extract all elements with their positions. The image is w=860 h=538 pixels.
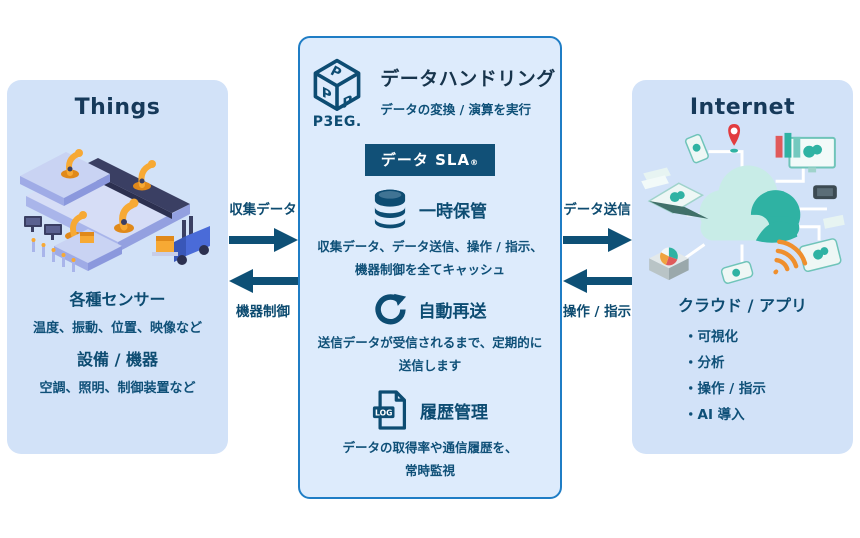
laptop-icon — [647, 182, 708, 219]
list-item: ・分析 — [684, 355, 725, 371]
database-icon — [374, 189, 406, 229]
list-item: ・AI 導入 — [684, 407, 745, 423]
robot-arm-icon — [113, 198, 138, 233]
feature-storage: 一時保管 — [300, 188, 560, 230]
storage-desc: 収集データ、データ送信、操作 / 指示、 機器制御を全てキャッシュ — [317, 239, 543, 277]
center-subtitle: データの変換 / 演算を実行 — [380, 102, 532, 117]
list-item: ・操作 / 指示 — [684, 381, 766, 397]
svg-text:P: P — [343, 93, 353, 112]
center-title: データハンドリング — [380, 68, 556, 90]
svg-text:LOG: LOG — [375, 408, 392, 417]
arrow-left-icon — [229, 268, 298, 294]
things-title: Things — [74, 95, 161, 120]
cloud-apps-heading: クラウド / アプリ — [678, 296, 807, 315]
refresh-icon — [374, 293, 406, 325]
resend-desc: 送信データが受信されるまで、定期的に 送信します — [317, 335, 543, 373]
history-desc: データの取得率や通信履歴を、 常時監視 — [342, 440, 518, 478]
flow-label-data-send: データ送信 — [563, 202, 631, 218]
pie-chart-icon — [648, 247, 689, 281]
cloud-icon — [699, 165, 800, 243]
robot-arm-icon — [132, 160, 156, 191]
history-label: 履歴管理 — [420, 402, 488, 423]
books-icon — [775, 132, 800, 158]
forklift-icon — [151, 216, 210, 265]
control-monitor-icon — [23, 216, 62, 240]
document-icon — [640, 167, 671, 190]
smartphone-icon — [812, 185, 837, 200]
p3eg-cube-logo-icon: P P P — [313, 58, 361, 112]
workbench-icon — [53, 229, 122, 271]
feature-resend: 自動再送 — [300, 293, 560, 326]
svg-text:P: P — [322, 85, 332, 105]
smartphone-icon — [684, 133, 709, 164]
document-icon — [822, 214, 845, 229]
data-handling-panel: P P P P3EG. データハンドリング データの変換 / 演算を実行 データ… — [298, 36, 562, 499]
arrow-left-icon — [563, 268, 632, 294]
p3eg-logo-text: P3EG. — [312, 114, 362, 130]
flow-label-collect-data: 収集データ — [229, 202, 297, 218]
factory-illustration — [19, 149, 210, 272]
feature-history: LOG 履歴管理 — [300, 389, 560, 431]
things-panel: Things — [7, 80, 228, 454]
center-header: P P P P3EG. データハンドリング データの変換 / 演算を実行 — [300, 56, 560, 130]
cloud-apps-list: ・可視化 ・分析 ・操作 / 指示 ・AI 導入 — [632, 324, 853, 428]
wifi-icon — [772, 239, 807, 275]
fence-icon — [31, 238, 75, 272]
resend-label: 自動再送 — [418, 302, 487, 322]
flow-label-device-control: 機器制御 — [236, 304, 290, 320]
monitor-icon — [787, 136, 836, 173]
list-item: ・可視化 — [684, 329, 738, 345]
sensors-desc: 温度、振動、位置、映像など — [32, 321, 202, 336]
cloud-illustration — [640, 124, 845, 284]
sensors-heading: 各種センサー — [69, 290, 166, 309]
data-sla-badge: データ SLA® — [364, 144, 496, 176]
equipment-desc: 空調、照明、制御装置など — [39, 381, 196, 396]
arrow-right-icon — [229, 227, 298, 253]
internet-panel: Internet — [632, 80, 853, 454]
flow-label-operate-instruct: 操作 / 指示 — [562, 304, 632, 320]
smartphone-icon — [720, 260, 753, 284]
equipment-heading: 設備 / 機器 — [77, 350, 158, 369]
registered-mark: ® — [470, 158, 480, 167]
storage-label: 一時保管 — [419, 201, 487, 222]
location-pin-icon — [727, 124, 740, 153]
robot-arm-icon — [60, 149, 83, 179]
tablet-icon — [798, 238, 841, 273]
log-file-icon: LOG — [372, 390, 407, 430]
arrow-right-icon — [563, 227, 632, 253]
internet-title: Internet — [689, 95, 796, 120]
